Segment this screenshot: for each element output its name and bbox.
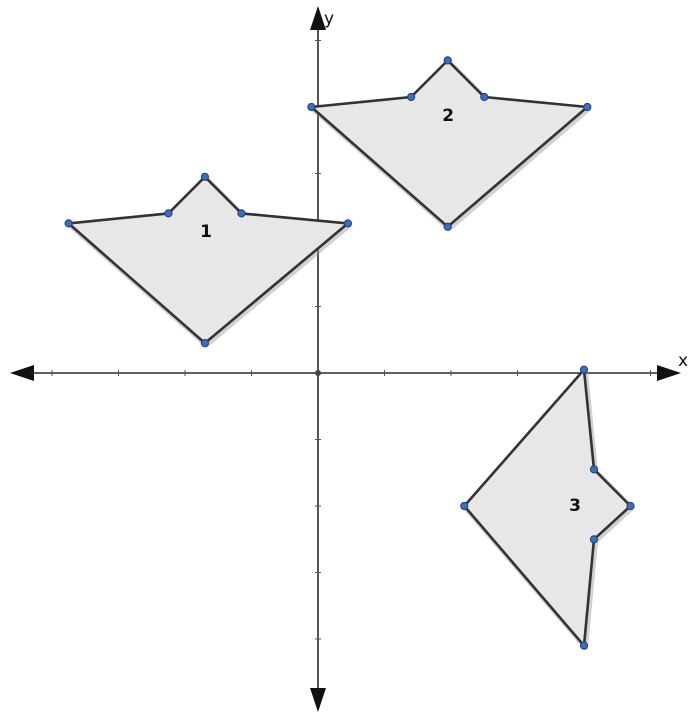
vertex-point — [443, 56, 452, 65]
vertex-point — [626, 501, 635, 511]
y-axis-up-arrow-icon — [310, 6, 326, 30]
polygon-label: 2 — [442, 106, 454, 126]
vertex-point — [480, 92, 489, 102]
vertex-point — [343, 219, 352, 228]
vertex-point — [164, 209, 173, 218]
polygon-2: 2 — [307, 56, 592, 232]
polygon-shape — [462, 368, 632, 647]
vertex-point — [200, 339, 209, 348]
polygons-layer: 1 2 3 — [64, 56, 635, 651]
vertex-point — [64, 219, 73, 228]
vertex-point — [200, 172, 209, 181]
polygon-label: 1 — [200, 222, 212, 242]
vertex-point — [460, 501, 469, 511]
polygon-shape — [67, 175, 350, 345]
polygon-shape — [310, 59, 589, 228]
y-axis-down-arrow-icon — [310, 688, 326, 712]
x-axis-label: x — [678, 351, 688, 371]
vertex-point — [579, 365, 589, 374]
x-axis-right-arrow-icon — [657, 365, 681, 381]
y-axis-label: y — [324, 9, 334, 29]
vertex-point — [307, 102, 316, 112]
vertex-point — [237, 209, 246, 218]
origin-point — [315, 370, 321, 376]
vertex-point — [583, 102, 592, 112]
vertex-point — [589, 465, 599, 474]
polygon-label: 3 — [569, 496, 581, 516]
vertex-point — [589, 535, 599, 544]
x-axis-left-arrow-icon — [10, 365, 34, 381]
vertex-point — [407, 92, 416, 102]
vertex-point — [443, 222, 452, 231]
polygon-3: 3 — [460, 365, 635, 651]
polygon-1: 1 — [64, 172, 352, 348]
vertex-point — [579, 641, 589, 650]
